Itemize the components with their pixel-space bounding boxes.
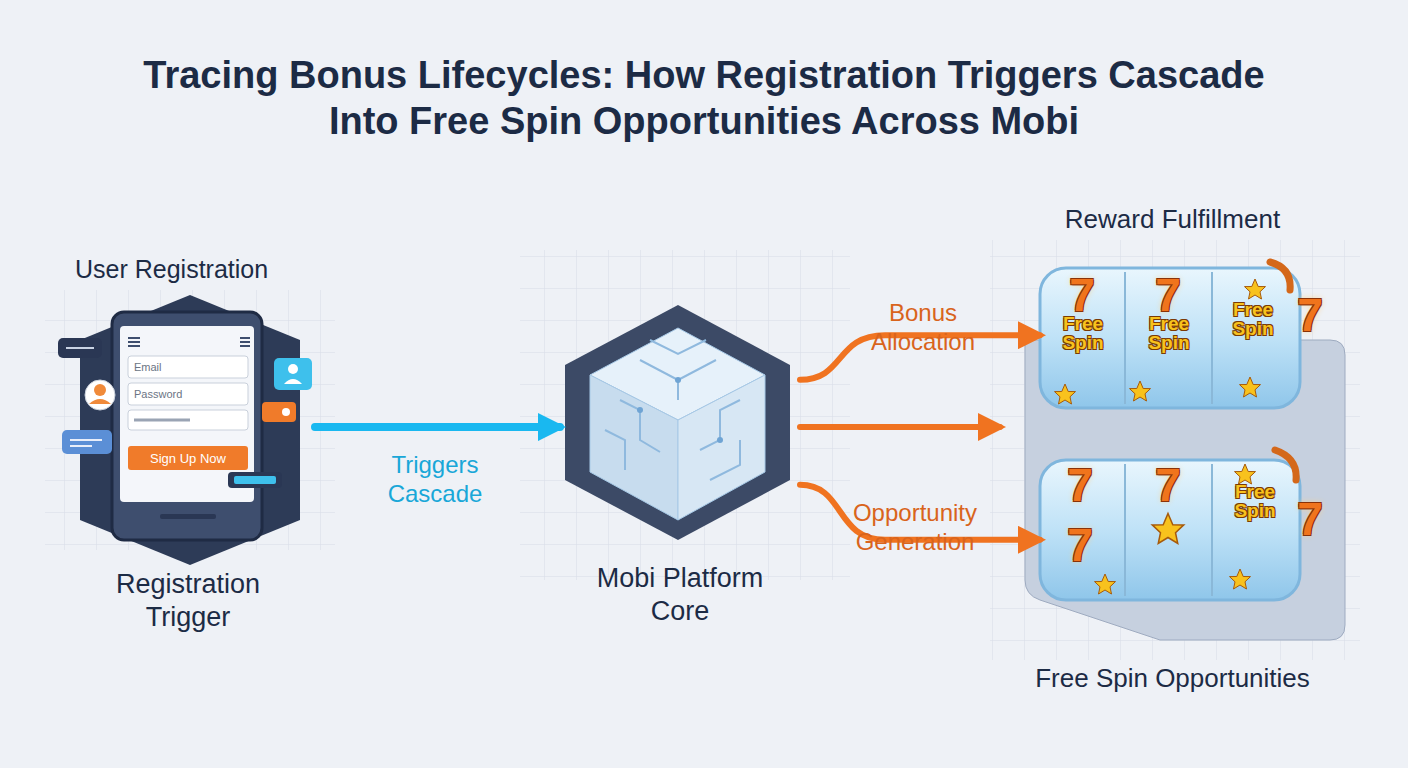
reel-symbol-text: Free Spin: [1222, 300, 1284, 338]
reel: [1040, 268, 1300, 408]
signup-button-label: Sign Up Now: [128, 451, 248, 467]
reel-symbol: 7: [1060, 462, 1100, 508]
node-caption: Mobi Platform Core: [590, 562, 770, 628]
edge-label: Opportunity Generation: [830, 498, 1000, 557]
node-caption: Free Spin Opportunities: [990, 663, 1355, 695]
node-caption: Registration Trigger: [98, 568, 278, 634]
form-field-label: Password: [134, 388, 244, 401]
reel-symbol: 7: [1062, 272, 1102, 318]
reel: [1040, 460, 1300, 600]
platform-core-node: Mobi Platform Core: [560, 300, 800, 630]
slot-reel: 777Free Spin7: [1040, 460, 1300, 600]
reel-symbol: 7: [1290, 496, 1330, 542]
form-field-label: Email: [134, 361, 244, 374]
reel-symbol: 7: [1148, 462, 1188, 508]
node-heading: Reward Fulfillment: [1000, 204, 1345, 236]
edge-label: Bonus Allocation: [858, 298, 988, 357]
reel-symbol: 7: [1060, 522, 1100, 568]
reward-panel: Reward FulfillmentFree Spin Opportunitie…: [1000, 200, 1370, 700]
phone-illustration: [58, 295, 312, 565]
diagram-title: Tracing Bonus Lifecycles: How Registrati…: [104, 52, 1304, 145]
slot-machine: [1025, 262, 1345, 640]
core-cube: [565, 305, 790, 540]
node-heading: User Registration: [75, 254, 315, 285]
reel-symbol-text: Free Spin: [1138, 314, 1200, 352]
reel-symbol: 7: [1148, 272, 1188, 318]
flow-arrow: [800, 424, 1000, 430]
reel-symbol-text: Free Spin: [1052, 314, 1114, 352]
grid: [520, 250, 850, 580]
reel-symbol: 7: [1290, 292, 1330, 338]
registration-node: User RegistrationRegistration Trigger: [45, 250, 315, 640]
slot-reel: 7Free Spin7Free SpinFree Spin7: [1040, 268, 1300, 408]
grid: [990, 240, 1360, 660]
edge-label: Triggers Cascade: [370, 450, 500, 509]
flow-arrow: [315, 423, 560, 431]
reel-symbol-text: Free Spin: [1224, 482, 1286, 520]
